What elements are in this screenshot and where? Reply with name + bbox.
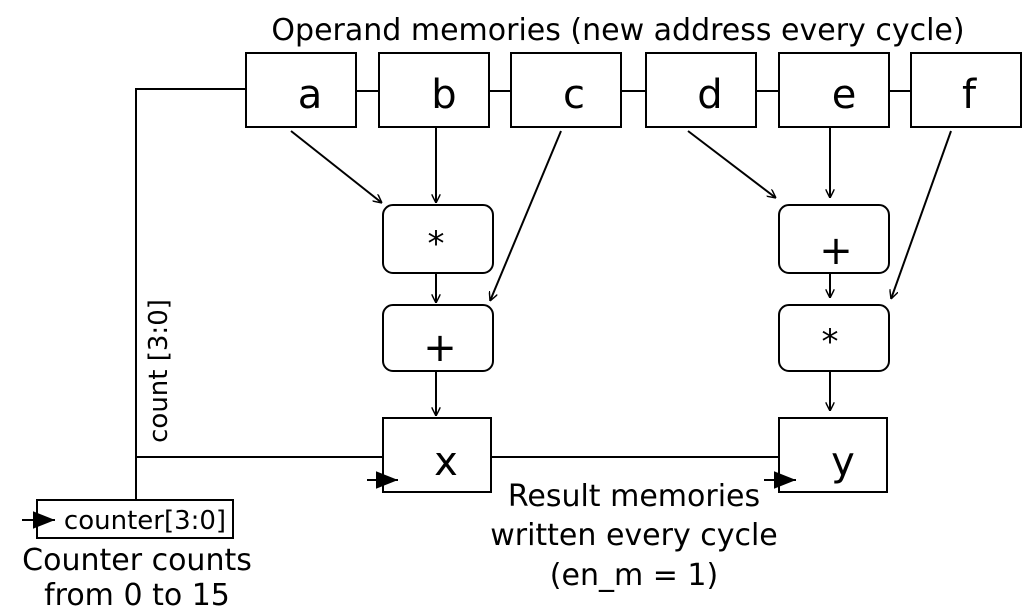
left-multiply-unit: * [382, 204, 494, 274]
operand-d-label: d [697, 72, 722, 118]
right-add-unit: + [778, 204, 890, 274]
counter-caption-line1: Counter counts [22, 543, 252, 578]
arrow-c-to-add [490, 130, 562, 301]
count-bus-label: count [3:0] [144, 299, 174, 443]
operand-e-label: e [832, 72, 857, 118]
result-caption-line1: Result memories [508, 479, 760, 514]
operand-e: e [778, 52, 890, 128]
counter-caption-line2: from 0 to 15 [44, 578, 230, 612]
arrow-d-to-add [687, 130, 776, 198]
result-y-label: y [831, 439, 855, 485]
right-multiply-label: * [822, 322, 839, 362]
operand-f: f [910, 52, 1022, 128]
operand-d: d [645, 52, 757, 128]
left-multiply-label: * [428, 224, 445, 264]
operand-c-label: c [563, 72, 585, 118]
result-x-label: x [434, 439, 458, 485]
operand-c: c [510, 52, 622, 128]
result-y: y [778, 417, 888, 493]
left-add-label: + [423, 325, 457, 371]
operand-b: b [378, 52, 490, 128]
arrow-a-to-mul [290, 130, 382, 203]
right-add-label: + [819, 228, 853, 274]
operand-b-label: b [431, 72, 456, 118]
count-bus-wire [135, 88, 246, 500]
right-multiply-unit: * [778, 304, 890, 372]
arrow-f-to-mul [891, 130, 952, 299]
operand-a: a [245, 52, 357, 128]
counter-block: counter[3:0] [36, 499, 234, 539]
left-add-unit: + [382, 304, 494, 372]
diagram-title: Operand memories (new address every cycl… [271, 13, 964, 48]
operand-a-label: a [298, 72, 323, 118]
result-caption-line2: written every cycle [490, 518, 778, 553]
result-caption-line3: (en_m = 1) [550, 558, 718, 593]
operand-f-label: f [962, 72, 977, 118]
counter-label: counter[3:0] [64, 506, 226, 536]
result-x: x [382, 417, 492, 493]
